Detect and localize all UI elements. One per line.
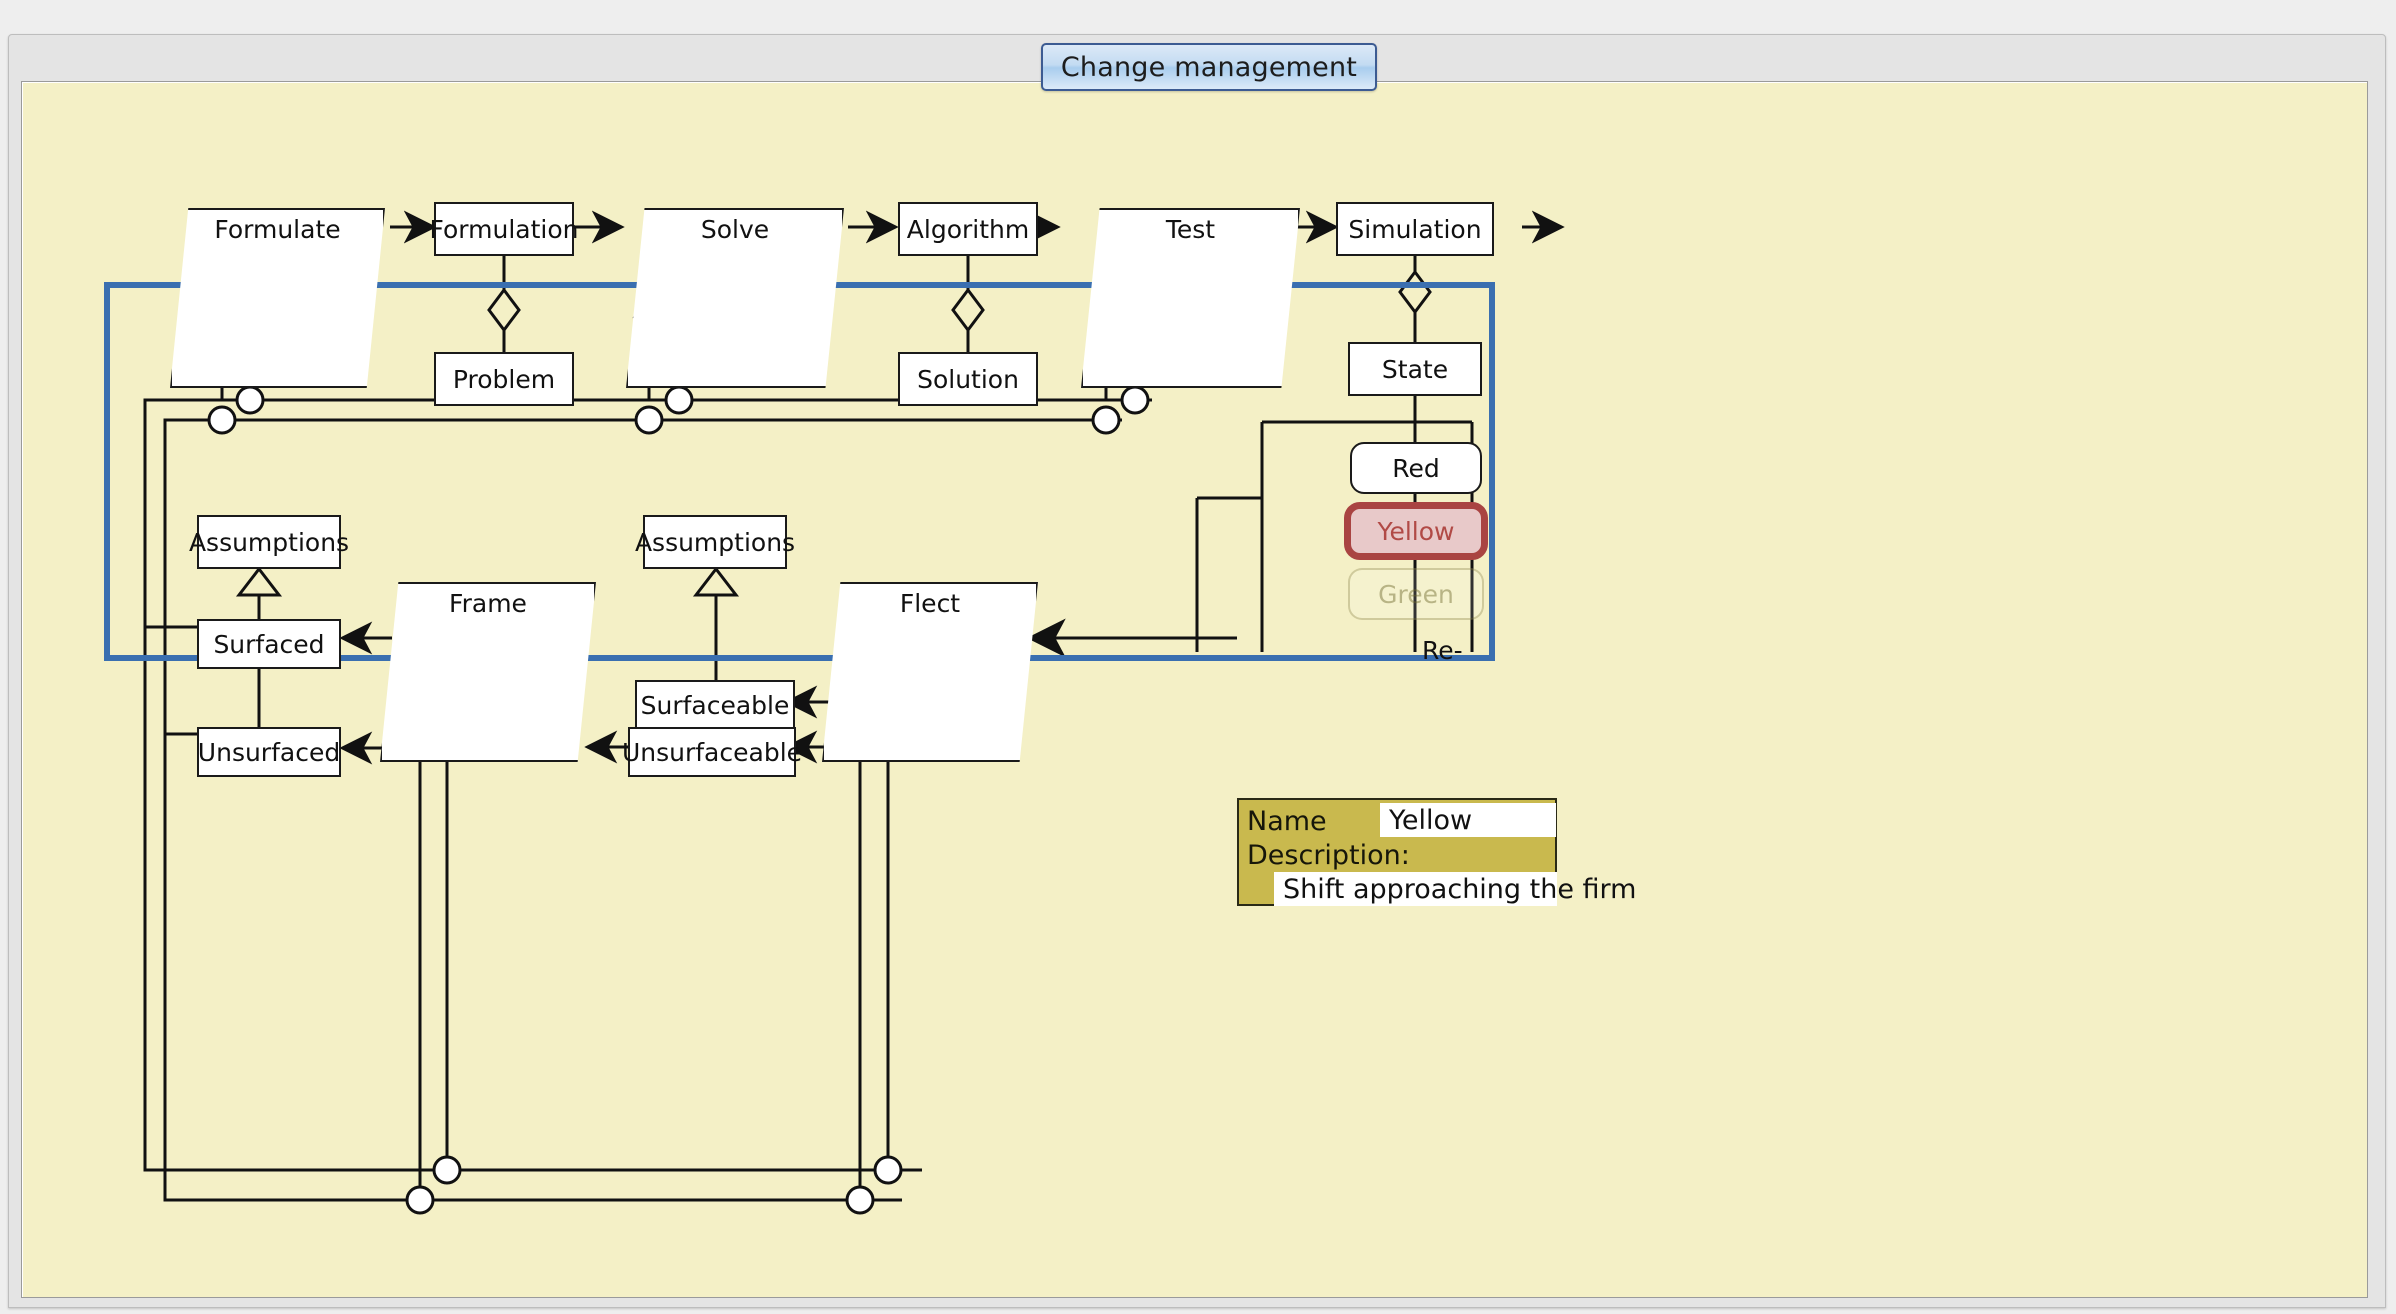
process-formulate[interactable] <box>170 208 385 388</box>
tab-change-management[interactable]: Change management <box>1041 43 1377 91</box>
artifact-problem[interactable]: Problem <box>434 352 574 406</box>
artifact-unsurfaceable[interactable]: Unsurfaceable <box>622 727 802 777</box>
artifact-assumptions-left[interactable]: Assumptions <box>189 515 349 569</box>
tooltip-name-label: Name <box>1247 806 1327 837</box>
state-yellow-selected[interactable]: Yellow <box>1344 502 1488 560</box>
process-test-label: Test <box>1165 215 1216 244</box>
artifact-surfaced[interactable]: Surfaced <box>197 619 341 669</box>
process-solve[interactable] <box>626 208 844 388</box>
process-formulate-label: Formulate <box>214 215 341 244</box>
process-frame[interactable] <box>380 582 596 762</box>
property-tooltip[interactable]: Name Yellow Description: Shift approachi… <box>1237 798 1636 906</box>
process-frame-label: Frame <box>449 589 527 618</box>
tooltip-description-value[interactable]: Shift approaching the firm <box>1274 872 1636 906</box>
diagram-canvas-frame: Formulate Solve Test Frame Flect Formula… <box>21 81 2368 1298</box>
artifact-simulation[interactable]: Simulation <box>1336 202 1494 256</box>
artifact-algorithm[interactable]: Algorithm <box>898 202 1038 256</box>
tooltip-description-label: Description: <box>1247 840 1410 871</box>
artifact-assumptions-middle[interactable]: Assumptions <box>635 515 795 569</box>
artifact-state[interactable]: State <box>1348 342 1482 396</box>
artifact-unsurfaced[interactable]: Unsurfaced <box>197 727 341 777</box>
artifact-formulation[interactable]: Formulation <box>430 202 579 256</box>
state-green[interactable]: Green <box>1348 568 1484 620</box>
window-frame: Change management <box>8 34 2386 1308</box>
process-flect[interactable] <box>822 582 1038 762</box>
swimlane-label: Re- <box>1422 636 1463 665</box>
state-red[interactable]: Red <box>1350 442 1482 494</box>
process-flect-label: Flect <box>899 589 961 618</box>
diagram-canvas[interactable]: Formulate Solve Test Frame Flect Formula… <box>22 82 2367 1297</box>
process-solve-label: Solve <box>700 215 770 244</box>
artifact-surfaceable[interactable]: Surfaceable <box>635 680 795 730</box>
tooltip-name-value[interactable]: Yellow <box>1380 803 1556 837</box>
artifact-solution[interactable]: Solution <box>898 352 1038 406</box>
